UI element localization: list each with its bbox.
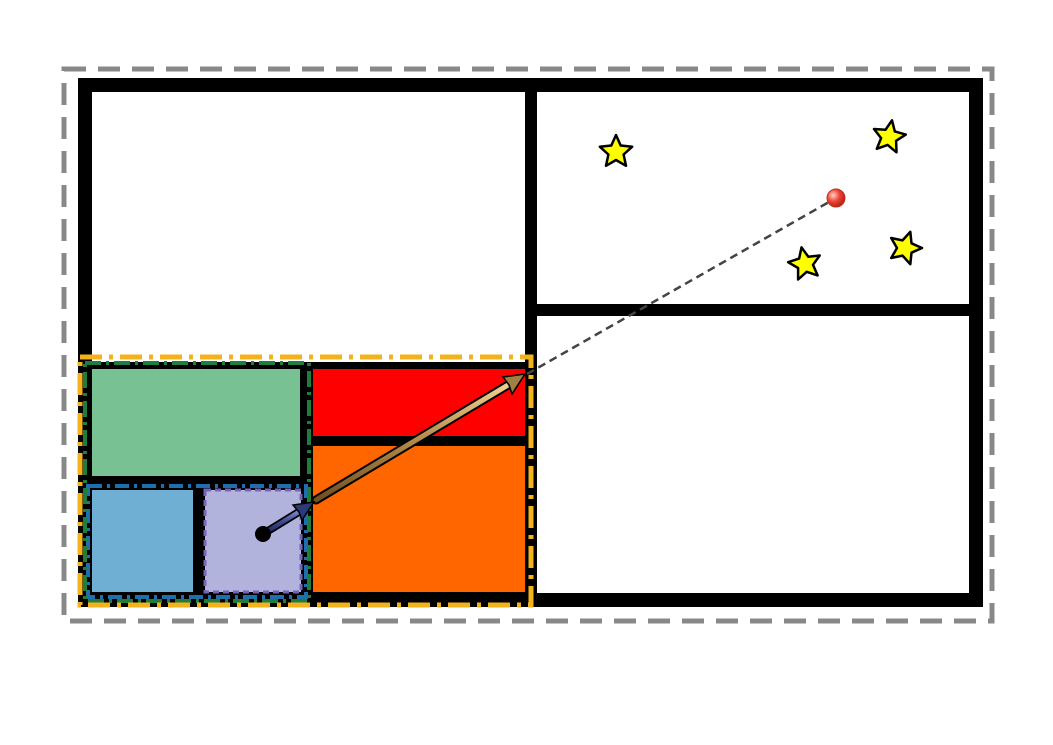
long-arrow: [311, 373, 527, 505]
lavender-cell: [205, 490, 301, 592]
green-region-outline: [83, 361, 311, 603]
target-ball-icon: [826, 188, 846, 208]
star-icon: [872, 119, 908, 154]
star-icon: [889, 230, 924, 266]
blue-cell: [92, 490, 193, 592]
yellow-region-outline: [77, 354, 534, 608]
green-cell: [92, 369, 300, 476]
start-dot-icon: [255, 526, 271, 542]
star-icon: [786, 246, 821, 281]
dashed-path: [526, 196, 837, 376]
purple-region-outline: [203, 488, 303, 594]
short-arrow-head: [291, 501, 316, 522]
red-cell: [313, 369, 525, 436]
star-icon: [598, 133, 634, 168]
orange-cell: [313, 446, 525, 592]
outer-dashed-boundary: [61, 66, 995, 624]
blue-region-outline: [86, 484, 308, 599]
long-arrow-head: [501, 373, 527, 396]
